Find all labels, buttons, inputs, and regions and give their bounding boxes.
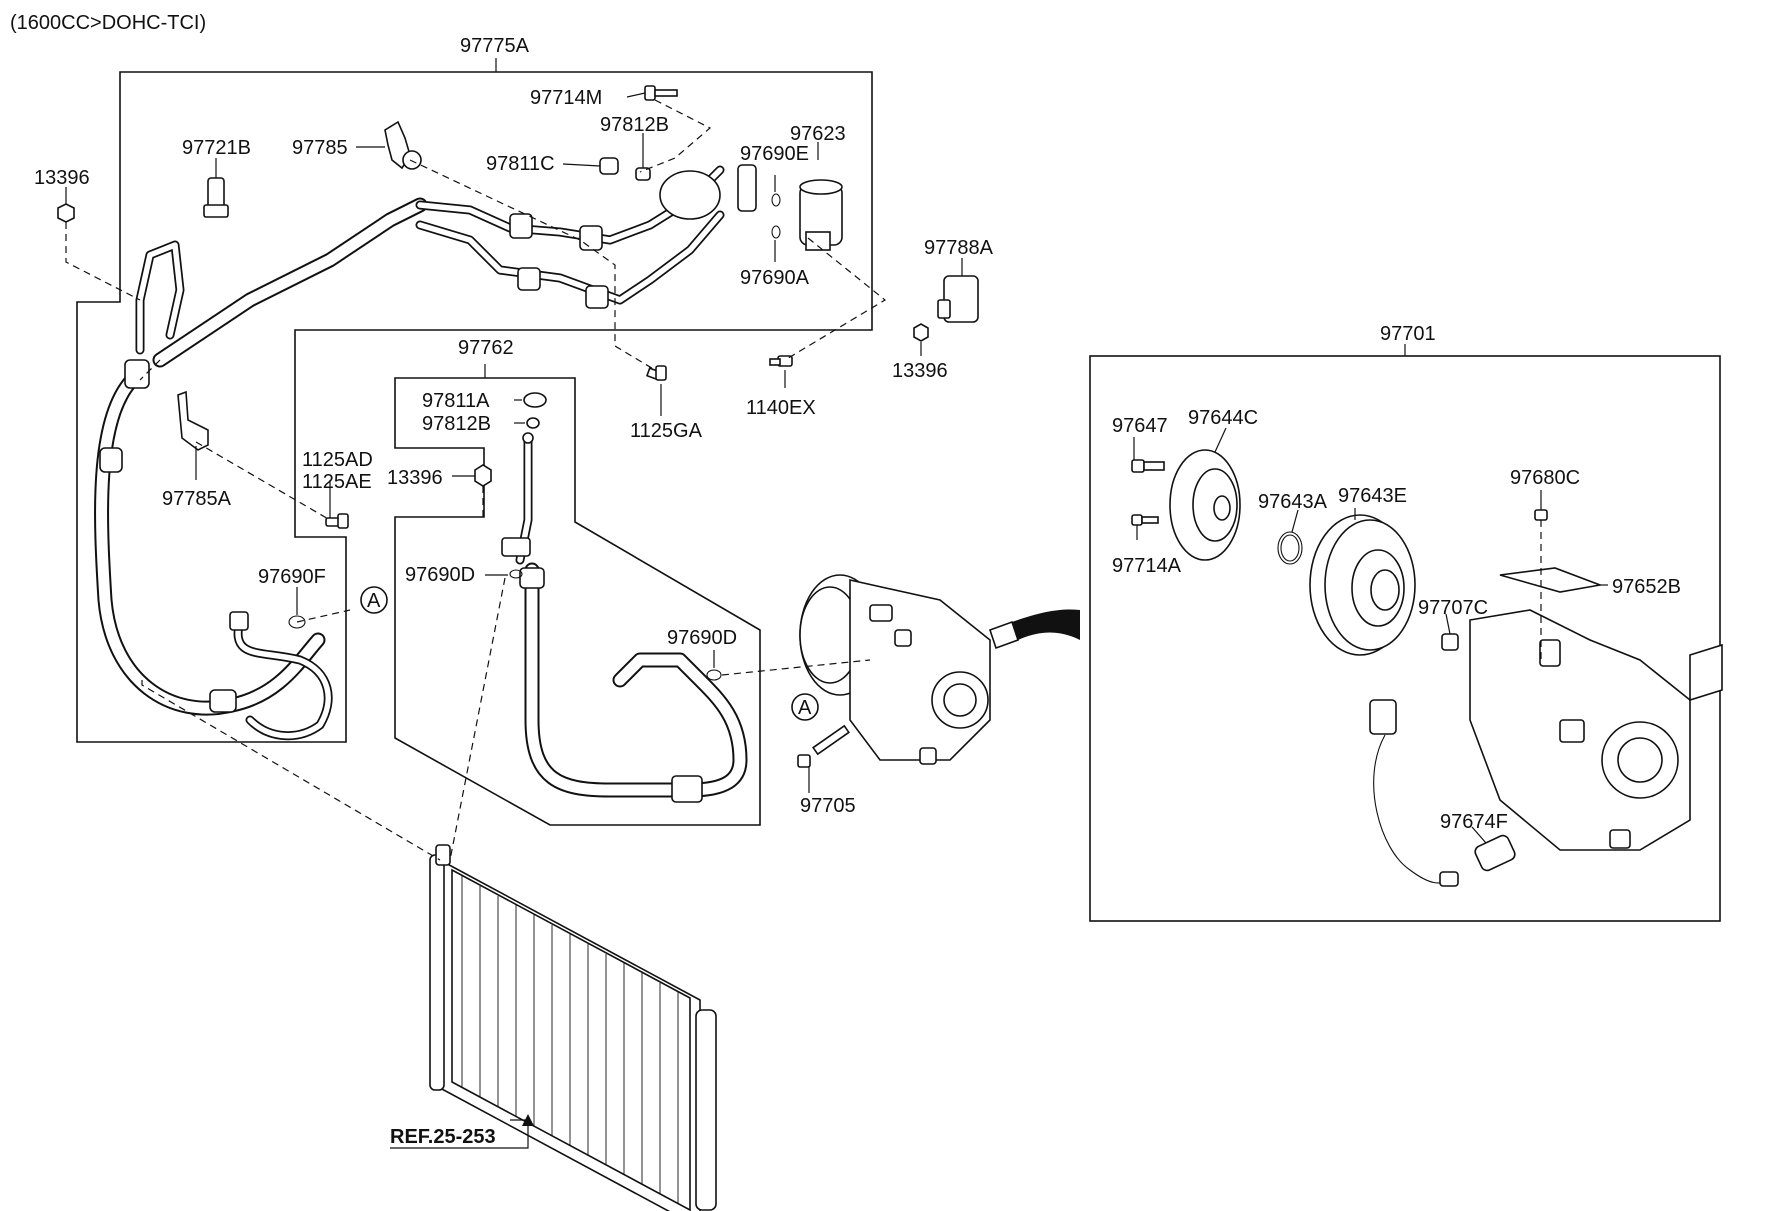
- svg-text:A: A: [798, 697, 812, 719]
- oring-97690e: [771, 193, 781, 207]
- svg-text:A: A: [367, 590, 381, 612]
- label-97690d-right: 97690D: [667, 627, 737, 649]
- label-13396-right: 13396: [892, 360, 948, 382]
- hex-nut-13396-right: [913, 323, 929, 342]
- label-97643e: 97643E: [1338, 485, 1407, 507]
- label-97701: 97701: [1380, 323, 1436, 345]
- label-97785a: 97785A: [162, 488, 232, 510]
- label-97714m: 97714M: [530, 87, 602, 109]
- label-97705: 97705: [800, 795, 856, 817]
- bolt-97680c: [1534, 509, 1548, 521]
- snap-ring-97643a: [1277, 531, 1303, 565]
- label-97811c: 97811C: [486, 153, 555, 175]
- discharge-hose: [501, 432, 748, 803]
- label-1125ga: 1125GA: [630, 420, 703, 442]
- cap-97812b-top: [635, 167, 651, 181]
- clutch-hub-97644c: [1169, 449, 1241, 561]
- compressor-body: [1469, 609, 1723, 851]
- ref-label: REF.25-253: [390, 1126, 496, 1148]
- shim-97652b: [1499, 567, 1604, 593]
- label-97623: 97623: [790, 123, 846, 145]
- bolt-1125ad: [325, 513, 349, 529]
- label-97707c: 97707C: [1418, 597, 1488, 619]
- label-97647: 97647: [1112, 415, 1168, 437]
- dashed-lines: [65, 99, 1542, 861]
- label-97812b-mid: 97812B: [422, 413, 491, 435]
- label-1125ae: 1125AE: [302, 471, 372, 493]
- bracket-97785a: [177, 390, 209, 451]
- hex-nut-13396-mid: [474, 464, 492, 487]
- label-97785: 97785: [292, 137, 348, 159]
- cap-97811c: [599, 157, 619, 175]
- pressure-switch-pipe: [135, 240, 185, 355]
- oring-97690a: [771, 225, 781, 239]
- label-97690a: 97690A: [740, 267, 810, 289]
- callout-a-right: A: [791, 693, 819, 721]
- label-13396-left: 13396: [34, 167, 90, 189]
- label-97690f: 97690F: [258, 566, 326, 588]
- label-97690e: 97690E: [740, 143, 809, 165]
- label-97652b: 97652B: [1612, 576, 1681, 598]
- ref-arrowhead: [522, 1114, 534, 1126]
- label-97680c: 97680C: [1510, 467, 1580, 489]
- pressure-sensor: [203, 177, 229, 218]
- engine-variant-note: (1600CC>DOHC-TCI): [10, 12, 206, 34]
- bolt-97714a: [1131, 514, 1159, 526]
- bracket-97785: [384, 120, 422, 170]
- callout-a-left: A: [360, 586, 388, 614]
- bolt-1125ga: [645, 365, 667, 381]
- oring-97690d-left: [509, 569, 523, 579]
- label-1140ex: 1140EX: [746, 397, 816, 419]
- label-97644c: 97644C: [1188, 407, 1258, 429]
- label-97690d-left: 97690D: [405, 564, 475, 586]
- ref-leader: [390, 1124, 529, 1149]
- oring-97690f: [288, 615, 306, 629]
- sensor-97674f: [1369, 699, 1516, 887]
- label-1125ad: 1125AD: [302, 449, 373, 471]
- liquid-pipe-97690f: [229, 611, 333, 741]
- condenser: [429, 844, 717, 1211]
- transition-arrow: [1012, 609, 1080, 640]
- discharge-hose-outline: [394, 377, 761, 826]
- main-suction-hose: [94, 197, 428, 716]
- label-97643a: 97643A: [1258, 491, 1328, 513]
- bolt-97705: [797, 724, 850, 768]
- pulley-97643e: [1309, 514, 1416, 656]
- oring-97690d-right: [706, 669, 722, 681]
- connector-97788a: [937, 275, 979, 323]
- label-97811a: 97811A: [422, 390, 490, 412]
- cap-97812b-mid: [526, 417, 540, 429]
- label-97674f: 97674F: [1440, 811, 1508, 833]
- label-97775a: 97775A: [460, 35, 530, 57]
- label-97714a: 97714A: [1112, 555, 1182, 577]
- bolt-97714m: [644, 85, 678, 101]
- label-97812b-top: 97812B: [600, 114, 669, 136]
- label-97762: 97762: [458, 337, 514, 359]
- cap-97707c: [1441, 633, 1459, 651]
- label-97788a: 97788A: [924, 237, 994, 259]
- label-97721b: 97721B: [182, 137, 251, 159]
- upper-pipe-run: [415, 164, 757, 309]
- bolt-97647: [1131, 459, 1165, 473]
- receiver-drier: [799, 179, 843, 251]
- hose-assembly-outline: [76, 71, 873, 743]
- label-13396-mid: 13396: [387, 467, 443, 489]
- hex-nut-13396-left: [57, 203, 75, 223]
- cap-97811a: [523, 392, 547, 408]
- bolt-1140ex: [769, 355, 793, 367]
- leader-lines: [65, 92, 1608, 1121]
